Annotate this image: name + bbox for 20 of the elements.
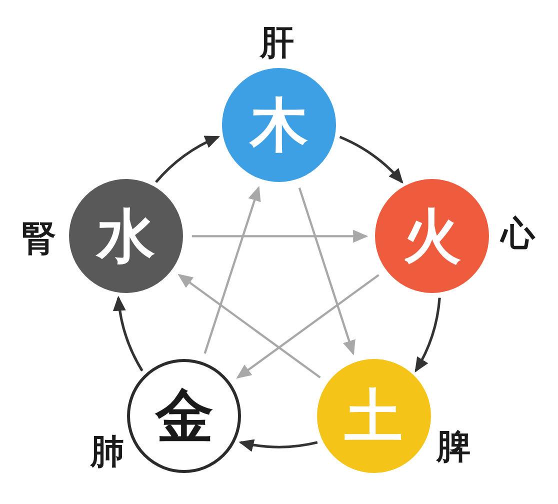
- node-label: 金: [155, 387, 214, 446]
- arrow: [155, 136, 220, 183]
- arrow: [339, 136, 404, 184]
- side-label: 肝: [260, 26, 294, 60]
- node-label: 木: [250, 96, 308, 154]
- node-label: 火: [403, 207, 462, 266]
- side-label: 脾: [436, 430, 471, 464]
- side-label: 心: [501, 217, 536, 252]
- arrow: [298, 187, 356, 356]
- node-label: 土: [344, 387, 403, 446]
- arrow: [414, 298, 441, 373]
- arrow: [204, 186, 261, 354]
- arrow: [236, 274, 380, 379]
- side-label: 腎: [22, 222, 56, 256]
- arrow: [192, 230, 368, 243]
- arrow: [114, 296, 144, 372]
- arrow: [178, 274, 321, 378]
- side-label: 肺: [90, 435, 124, 470]
- arrow: [238, 438, 318, 452]
- node-label: 水: [96, 207, 155, 266]
